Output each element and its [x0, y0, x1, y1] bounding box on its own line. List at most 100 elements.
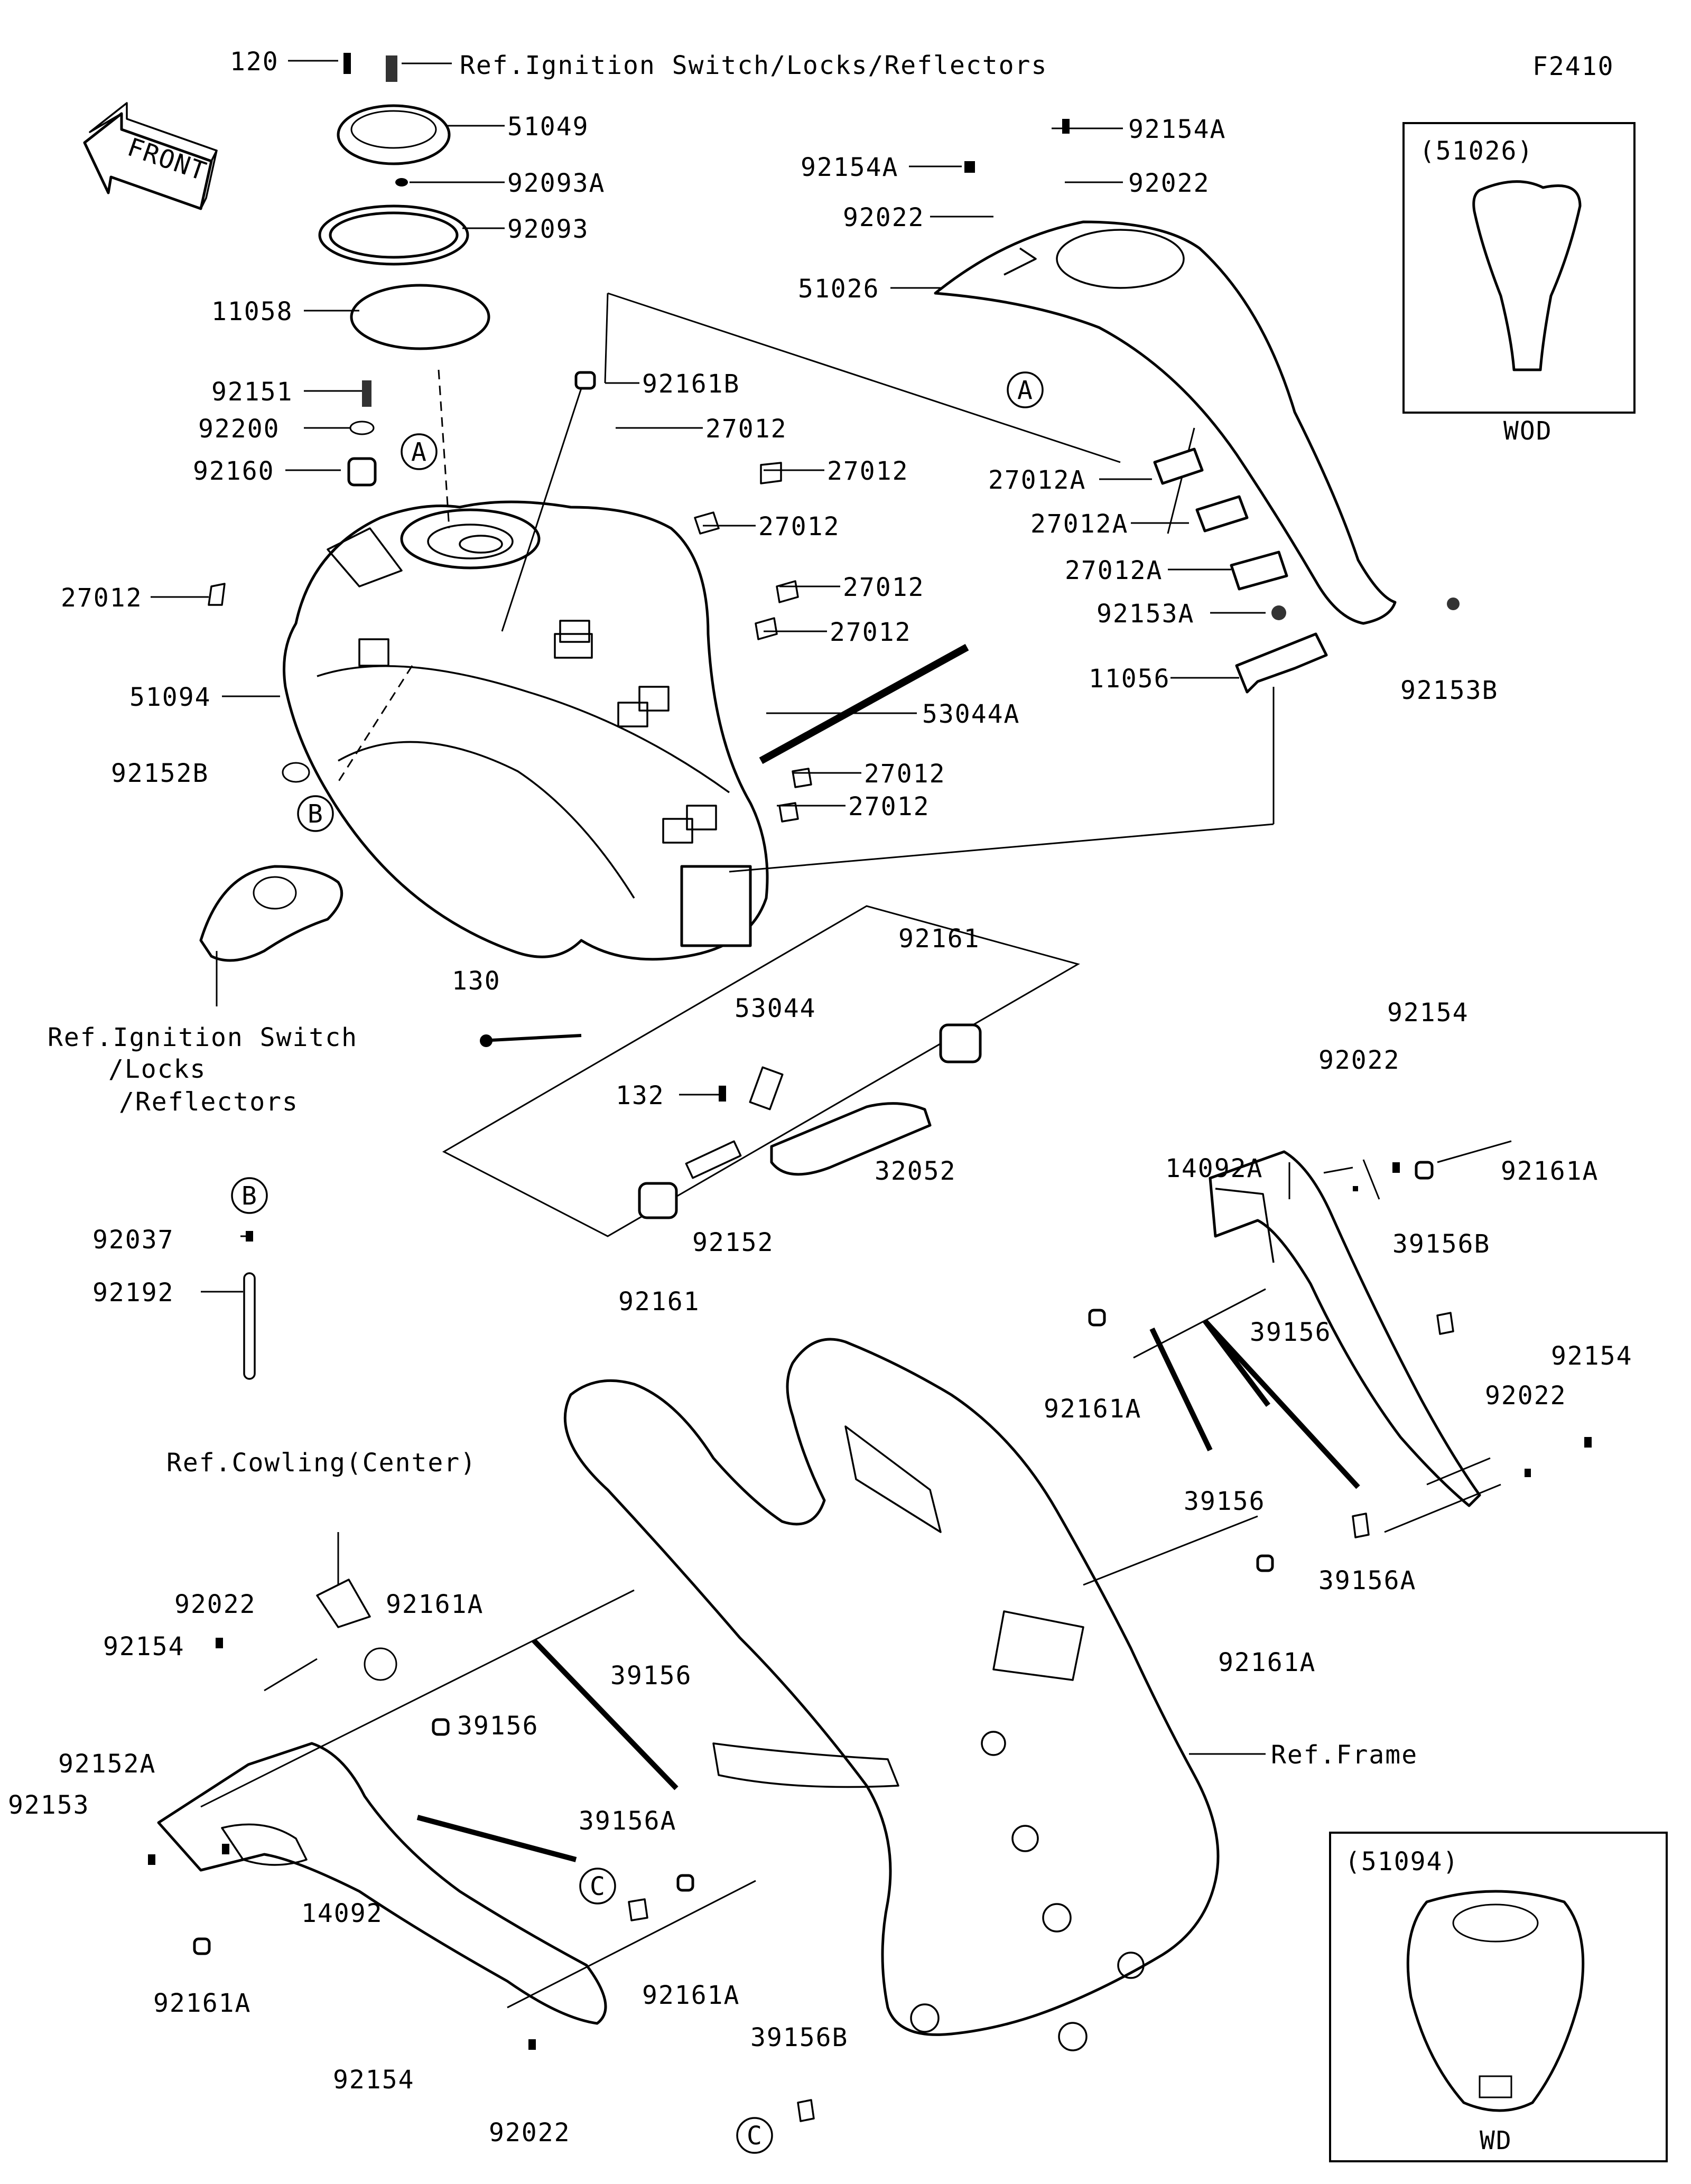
- part-label: 92161A: [642, 1981, 740, 2010]
- part-label: 92152A: [58, 1749, 156, 1779]
- ref-ignition-left-2: /Locks: [108, 1054, 206, 1084]
- part-label: 92022: [843, 203, 925, 232]
- part-label: 92161B: [642, 369, 740, 399]
- part-label: 39156: [457, 1711, 539, 1741]
- part-label: 92154A: [1128, 115, 1226, 144]
- part-label: 92022: [174, 1590, 256, 1619]
- ignition-lock: [199, 865, 343, 1006]
- part-label: 39156: [1184, 1487, 1266, 1516]
- callout-a-1: A: [401, 433, 438, 470]
- ref-ignition-left-3: /Reflectors: [119, 1087, 299, 1117]
- part-label: 92093A: [507, 169, 605, 198]
- part-label: 92022: [1318, 1046, 1400, 1075]
- svg-text:C: C: [747, 2121, 763, 2151]
- part-label: 14092A: [1165, 1154, 1263, 1183]
- ref-ignition-top: Ref.Ignition Switch/Locks/Reflectors: [460, 51, 1047, 80]
- part-label: 92154: [333, 2065, 415, 2095]
- tank-small-parts: [208, 371, 812, 823]
- bracket-group-middle: [442, 905, 1080, 1237]
- frame: [563, 1338, 1266, 2051]
- part-label: 27012: [61, 583, 143, 613]
- inset-wod-label: WOD: [1503, 416, 1553, 446]
- ref-frame: Ref.Frame: [1271, 1740, 1418, 1770]
- part-labels: 120 51049 92093A 92093 11058 92151 92200…: [8, 47, 1632, 2148]
- svg-text:A: A: [411, 437, 428, 467]
- part-label: 92161A: [386, 1590, 484, 1619]
- part-label: 11058: [211, 297, 293, 326]
- fuel-cap-assembly: [318, 53, 490, 350]
- front-arrow-icon: FRONT: [83, 102, 218, 210]
- part-label: 92161: [618, 1287, 700, 1317]
- part-label: 39156: [1250, 1318, 1332, 1347]
- svg-text:A: A: [1017, 376, 1034, 405]
- part-label: 27012A: [988, 465, 1086, 495]
- svg-text:B: B: [308, 799, 324, 829]
- part-label: 92192: [92, 1278, 174, 1308]
- part-label: 92161A: [1044, 1394, 1141, 1424]
- part-label: 27012: [843, 573, 925, 602]
- inset-wd: (51094) WD: [1329, 1832, 1668, 2162]
- svg-text:B: B: [241, 1181, 258, 1211]
- part-label: 92154: [1387, 998, 1469, 1028]
- part-label: 53044A: [922, 699, 1020, 729]
- part-label: 27012: [827, 456, 909, 486]
- part-label: 39156B: [750, 2023, 848, 2052]
- fuel-tank: [283, 500, 769, 961]
- part-label: 27012: [758, 512, 840, 542]
- part-label: 53044: [735, 994, 816, 1023]
- ref-cowling: Ref.Cowling(Center): [166, 1448, 477, 1478]
- part-label: 92022: [489, 2118, 571, 2148]
- bracket-11056: [1235, 598, 1460, 694]
- part-label: 92154: [103, 1632, 185, 1662]
- cover-stickers: [1153, 447, 1288, 591]
- part-label: 92037: [92, 1225, 174, 1255]
- callout-a-2: A: [1007, 371, 1044, 408]
- inset-wd-label: WD: [1480, 2126, 1512, 2155]
- part-label: 92093: [507, 214, 589, 244]
- part-label: 27012: [864, 759, 946, 789]
- part-label: 27012: [848, 792, 930, 822]
- part-label: 14092: [301, 1899, 383, 1928]
- guide-lines: [337, 292, 1275, 873]
- part-label: 39156A: [1318, 1566, 1416, 1595]
- part-label: 39156B: [1392, 1229, 1490, 1259]
- part-label: 92153: [8, 1790, 90, 1820]
- callout-c-1: C: [579, 1868, 616, 1905]
- part-label: 92200: [198, 414, 280, 444]
- cover-14092a: [1209, 1150, 1481, 1507]
- part-label: 51026: [798, 274, 880, 304]
- tank-cover-51026: [934, 220, 1397, 625]
- part-label: 39156: [610, 1661, 692, 1691]
- part-label: 11056: [1089, 664, 1170, 694]
- part-label: 92161A: [1218, 1648, 1316, 1677]
- part-label: 27012: [830, 618, 912, 647]
- part-label: 51049: [507, 112, 589, 142]
- part-label: 130: [452, 966, 501, 996]
- part-label: 92152B: [111, 759, 209, 788]
- part-label: 92154A: [801, 153, 898, 182]
- ref-ignition-left-1: Ref.Ignition Switch: [48, 1023, 358, 1052]
- part-label: 92022: [1128, 169, 1210, 198]
- part-label: 27012: [705, 414, 787, 444]
- part-label: 27012A: [1030, 509, 1128, 539]
- part-label: 51094: [129, 683, 211, 712]
- callout-b-1: B: [297, 795, 334, 832]
- svg-text:C: C: [590, 1872, 606, 1901]
- part-label: 27012A: [1065, 556, 1163, 585]
- part-label: 92022: [1485, 1381, 1567, 1411]
- part-label: 32052: [875, 1156, 956, 1186]
- parts-b-group: [243, 1231, 256, 1380]
- part-label: 39156A: [579, 1806, 676, 1836]
- inset-wd-part: (51094): [1345, 1847, 1459, 1877]
- part-label: 92152: [692, 1228, 774, 1257]
- part-label: 92151: [211, 377, 293, 407]
- part-label: 92153A: [1097, 599, 1194, 629]
- inset-wod: (51026) WOD: [1402, 122, 1636, 446]
- part-label: 92161: [898, 924, 980, 954]
- cover-14092: [148, 1532, 815, 2122]
- part-label: 120: [230, 47, 279, 77]
- part-label: 132: [616, 1081, 665, 1110]
- part-label: 92160: [193, 456, 275, 486]
- right-small-parts: [1083, 1140, 1592, 1586]
